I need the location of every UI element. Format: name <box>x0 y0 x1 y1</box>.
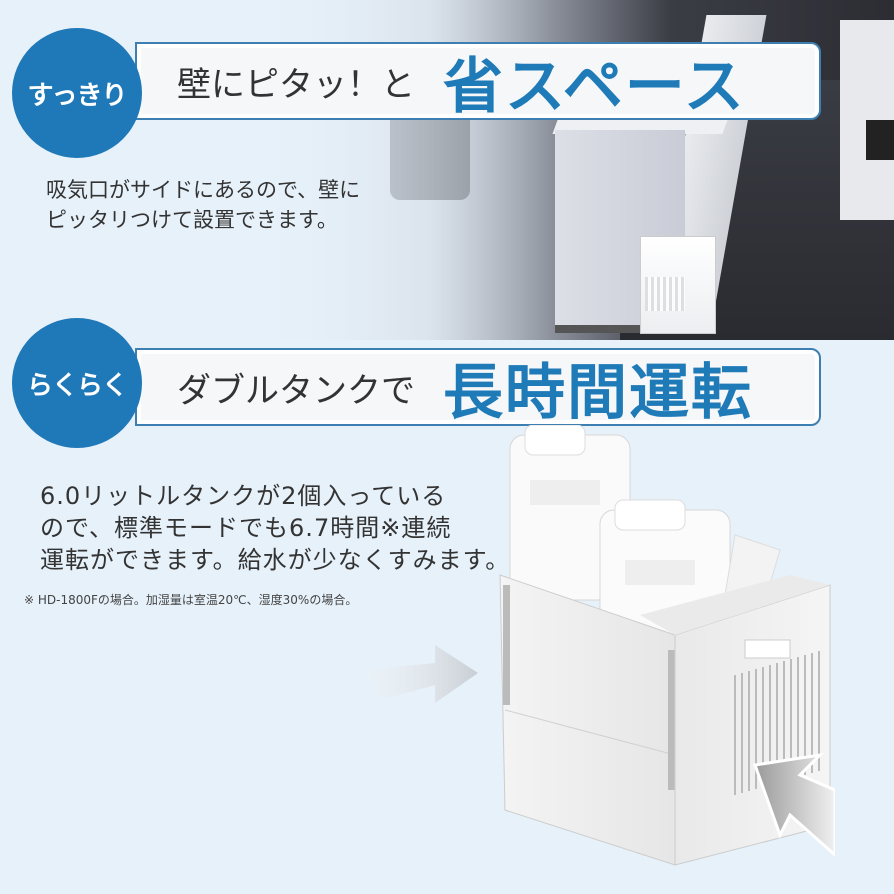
headline-banner-runtime: ダブルタンクで 長時間運転 <box>135 348 821 428</box>
headline-highlight: 省スペース <box>443 51 746 122</box>
headline-lead: ダブルタンクで <box>177 370 415 411</box>
headline-lead: 壁にピタッ！と <box>177 64 415 105</box>
headline-banner-space: 壁にピタッ！と 省スペース <box>135 42 821 122</box>
airflow-arrow-icon <box>365 645 478 703</box>
badge-label: らくらく <box>26 370 128 401</box>
badge-sukkiri: すっきり <box>12 28 142 158</box>
description-line: ので、標準モードでも6.7時間※連続 <box>40 514 452 542</box>
description-runtime: 6.0リットルタンクが2個入っている ので、標準モードでも6.7時間※連続 運転… <box>40 480 510 576</box>
description-line: 吸気口がサイドにあるので、壁に <box>46 178 361 202</box>
description-space: 吸気口がサイドにあるので、壁に ピッタリつけて設置できます。 <box>46 175 360 235</box>
headline-highlight: 長時間運転 <box>443 357 753 428</box>
badge-label: すっきり <box>27 80 128 111</box>
footnote: ※ HD-1800Fの場合。加湿量は室温20℃、湿度30%の場合。 <box>24 593 358 607</box>
humidifier-product-illustration <box>499 425 835 866</box>
description-line: 6.0リットルタンクが2個入っている <box>40 482 447 510</box>
description-line: 運転ができます。給水が少なくすみます。 <box>40 546 511 574</box>
description-line: ピッタリつけて設置できます。 <box>46 208 338 232</box>
badge-rakuraku: らくらく <box>12 318 142 448</box>
